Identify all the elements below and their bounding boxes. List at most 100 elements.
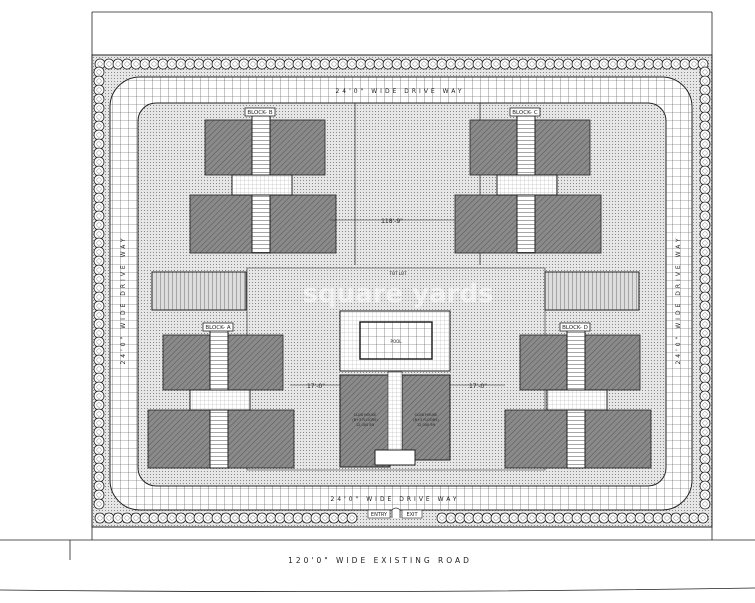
apartment-block: BLOCK- B bbox=[189, 107, 337, 254]
pool-label: POOL bbox=[391, 339, 403, 344]
tree-icon bbox=[157, 58, 169, 70]
tree-icon bbox=[634, 58, 646, 70]
tree-icon bbox=[526, 58, 538, 70]
lobby bbox=[231, 174, 293, 196]
tree-icon bbox=[699, 426, 711, 438]
tree-icon bbox=[93, 210, 105, 222]
entry-gate[interactable] bbox=[367, 509, 391, 519]
tree-icon bbox=[616, 58, 628, 70]
tree-icon bbox=[436, 512, 448, 524]
tree-icon bbox=[121, 512, 133, 524]
tree-icon bbox=[93, 327, 105, 339]
tree-icon bbox=[193, 58, 205, 70]
tree-icon bbox=[337, 58, 349, 70]
block-tag bbox=[559, 322, 591, 332]
staircase bbox=[566, 409, 586, 469]
tree-icon bbox=[139, 58, 151, 70]
tree-icon bbox=[229, 58, 241, 70]
tree-icon bbox=[445, 58, 457, 70]
tree-icon bbox=[607, 512, 619, 524]
tree-icon bbox=[535, 58, 547, 70]
apartment-unit bbox=[519, 334, 576, 391]
apartment-unit bbox=[225, 409, 295, 469]
tree-icon bbox=[409, 58, 421, 70]
tree-icon bbox=[535, 512, 547, 524]
exit-label: EXIT bbox=[406, 512, 418, 518]
tree-icon bbox=[699, 417, 711, 429]
tree-icon bbox=[490, 58, 502, 70]
apartment-unit bbox=[227, 334, 284, 391]
tree-icon bbox=[292, 512, 304, 524]
watermark: square yards bbox=[302, 279, 493, 309]
tree-icon bbox=[699, 399, 711, 411]
tree-icon bbox=[699, 237, 711, 249]
tree-icon bbox=[93, 120, 105, 132]
apartment-unit bbox=[269, 119, 326, 176]
tree-icon bbox=[652, 58, 664, 70]
block-label: BLOCK- D bbox=[562, 325, 588, 331]
pool bbox=[359, 321, 433, 360]
tree-icon bbox=[93, 255, 105, 267]
tree-icon bbox=[93, 165, 105, 177]
tree-icon bbox=[283, 58, 295, 70]
tree-icon bbox=[93, 174, 105, 186]
tree-icon bbox=[418, 58, 430, 70]
tree-icon bbox=[699, 480, 711, 492]
tree-icon bbox=[517, 512, 529, 524]
tree-icon bbox=[93, 291, 105, 303]
tree-icon bbox=[463, 58, 475, 70]
tree-icon bbox=[93, 336, 105, 348]
lobby bbox=[546, 389, 608, 411]
tree-icon bbox=[157, 512, 169, 524]
tree-icon bbox=[508, 512, 520, 524]
tree-icon bbox=[699, 201, 711, 213]
tree-icon bbox=[699, 327, 711, 339]
tree-icon bbox=[93, 381, 105, 393]
apartment-block: BLOCK- C bbox=[454, 107, 602, 254]
tree-icon bbox=[382, 58, 394, 70]
apartment-unit bbox=[162, 334, 219, 391]
tree-icon bbox=[93, 453, 105, 465]
tree-icon bbox=[175, 58, 187, 70]
block-label: BLOCK- A bbox=[205, 325, 231, 331]
walkway bbox=[387, 371, 403, 461]
tree-icon bbox=[699, 435, 711, 447]
tree-icon bbox=[93, 408, 105, 420]
gate-arch bbox=[391, 507, 401, 518]
tree-icon bbox=[699, 228, 711, 240]
tree-icon bbox=[699, 291, 711, 303]
tree-icon bbox=[699, 372, 711, 384]
tree-icon bbox=[571, 58, 583, 70]
tree-icon bbox=[93, 93, 105, 105]
tree-icon bbox=[112, 512, 124, 524]
tree-icon bbox=[562, 512, 574, 524]
tree-icon bbox=[93, 372, 105, 384]
tree-icon bbox=[652, 512, 664, 524]
tree-icon bbox=[93, 309, 105, 321]
tree-icon bbox=[346, 512, 358, 524]
staircase bbox=[251, 114, 271, 176]
tree-icon bbox=[346, 58, 358, 70]
tree-icon bbox=[699, 471, 711, 483]
tree-icon bbox=[93, 219, 105, 231]
tree-icon bbox=[699, 381, 711, 393]
tree-icon bbox=[427, 58, 439, 70]
tree-icon bbox=[625, 512, 637, 524]
tree-icon bbox=[93, 129, 105, 141]
tree-icon bbox=[328, 58, 340, 70]
tree-icon bbox=[400, 58, 412, 70]
tree-icon bbox=[193, 512, 205, 524]
exit-gate[interactable] bbox=[401, 509, 423, 519]
tree-icon bbox=[93, 147, 105, 159]
staircase bbox=[566, 329, 586, 391]
tree-icon bbox=[472, 58, 484, 70]
driveway-bottom-label: 24'0" WIDE DRIVE WAY bbox=[330, 496, 459, 503]
tree-icon bbox=[211, 58, 223, 70]
tree-icon bbox=[93, 102, 105, 114]
tree-icon bbox=[643, 58, 655, 70]
tree-icon bbox=[247, 512, 259, 524]
tree-icon bbox=[699, 282, 711, 294]
staircase bbox=[516, 114, 536, 176]
tree-icon bbox=[580, 58, 592, 70]
tree-icon bbox=[184, 58, 196, 70]
